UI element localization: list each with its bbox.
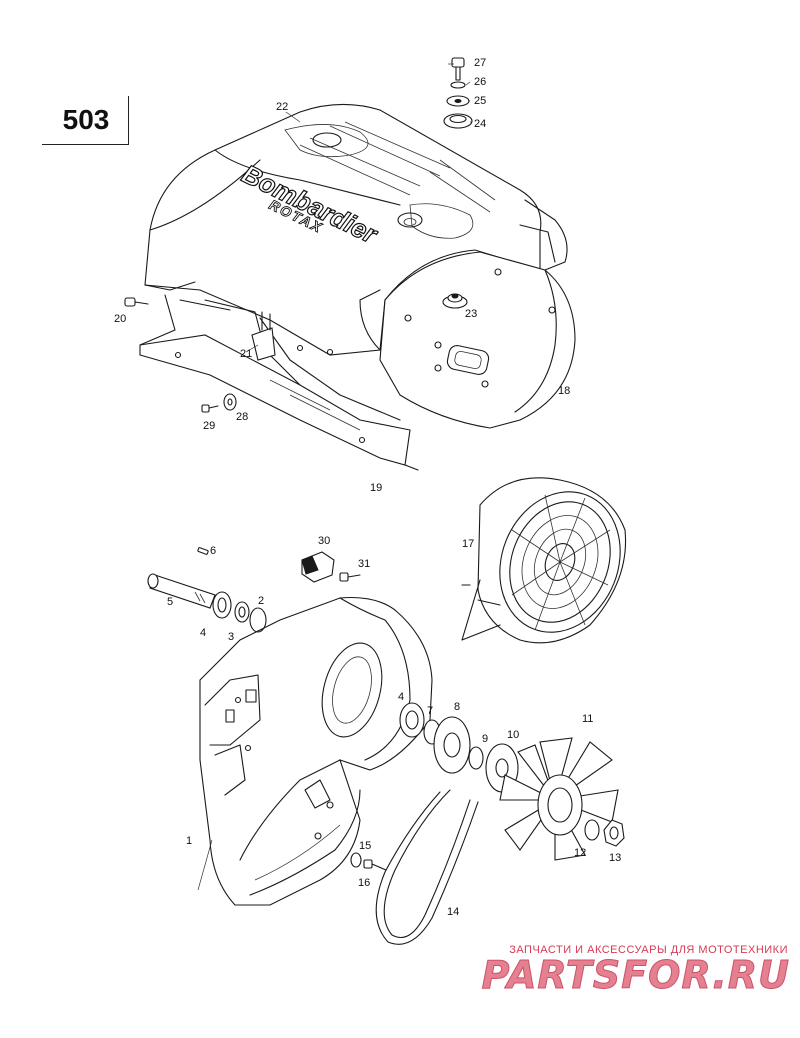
- callout-20: 20: [114, 313, 126, 325]
- callout-labels: 22 27 26 25 24 23 20 21 18 29 28 19 17 3…: [114, 57, 621, 918]
- callout-1: 1: [186, 835, 192, 847]
- engine-cover-part-22: [144, 103, 542, 356]
- callout-9: 9: [482, 733, 488, 745]
- callout-4-lower: 4: [398, 691, 404, 703]
- callout-13: 13: [609, 852, 621, 864]
- screw-part-29: [201, 404, 219, 413]
- page-code-frame: [42, 96, 129, 145]
- pulley-half-part-8: [433, 716, 471, 774]
- fan-shaft-part-5: [147, 573, 216, 609]
- drive-belt-part-14: [375, 789, 479, 945]
- screw-part-16: [363, 859, 387, 871]
- callout-23: 23: [465, 308, 477, 320]
- callout-6: 6: [210, 545, 216, 557]
- callout-3: 3: [228, 631, 234, 643]
- retaining-ring-part-2: [249, 607, 267, 633]
- callout-31: 31: [358, 558, 370, 570]
- bearing-part-4-top: [212, 591, 232, 619]
- page-code: 503: [62, 104, 110, 135]
- shim-part-9: [468, 746, 484, 770]
- callout-14: 14: [447, 906, 459, 918]
- watermark-caption: ЗАПЧАСТИ И АКСЕССУАРЫ ДЛЯ МОТОТЕХНИКИ: [509, 944, 788, 956]
- lock-washer-part-26: [450, 81, 466, 89]
- watermark-logo: PARTSFOR.RU: [481, 953, 790, 998]
- callout-26: 26: [474, 76, 486, 88]
- fan-housing-part-1: [199, 596, 433, 906]
- callout-18: 18: [558, 385, 570, 397]
- callout-10: 10: [507, 729, 519, 741]
- callout-24: 24: [474, 118, 486, 130]
- callout-30: 30: [318, 535, 330, 547]
- bearing-part-4-lower: [399, 702, 425, 738]
- flat-washer-part-25: [446, 95, 470, 107]
- callout-17: 17: [462, 538, 474, 550]
- callout-7: 7: [427, 705, 433, 717]
- grommet-part-24: [443, 113, 473, 129]
- clip-part-30: [301, 551, 335, 583]
- washer-part-12: [584, 819, 600, 841]
- callout-11: 11: [582, 713, 593, 725]
- key-part-6: [197, 547, 209, 555]
- callout-27: 27: [474, 57, 486, 69]
- bolt-part-20: [124, 297, 149, 307]
- callout-2: 2: [258, 595, 264, 607]
- callout-15: 15: [359, 840, 371, 852]
- callout-28: 28: [236, 411, 248, 423]
- screw-part-31: [339, 572, 361, 582]
- bolt-part-27: [451, 57, 465, 81]
- fan-part-11: [499, 737, 619, 861]
- callout-16: 16: [358, 877, 370, 889]
- bracket-part-21: [251, 311, 276, 361]
- watermark-logo-text: PARTSFOR.RU: [482, 953, 790, 997]
- callout-5: 5: [167, 596, 173, 608]
- washer-part-28: [223, 393, 237, 411]
- callout-19: 19: [370, 482, 382, 494]
- spacer-part-3: [234, 601, 250, 623]
- callout-29: 29: [203, 420, 215, 432]
- callout-8: 8: [454, 701, 460, 713]
- callout-21: 21: [240, 348, 252, 360]
- callout-4-top: 4: [200, 627, 206, 639]
- fan-guard-part-17: [461, 477, 627, 644]
- leader-lines: [197, 63, 472, 891]
- air-deflector-part-19: [139, 294, 419, 471]
- callout-25: 25: [474, 95, 486, 107]
- callout-12: 12: [574, 847, 586, 859]
- grommet-part-23: [442, 293, 468, 309]
- washer-part-15: [350, 852, 362, 868]
- cylinder-shroud-part-18: [379, 199, 576, 429]
- nut-part-13: [603, 819, 625, 847]
- callout-22: 22: [276, 101, 288, 113]
